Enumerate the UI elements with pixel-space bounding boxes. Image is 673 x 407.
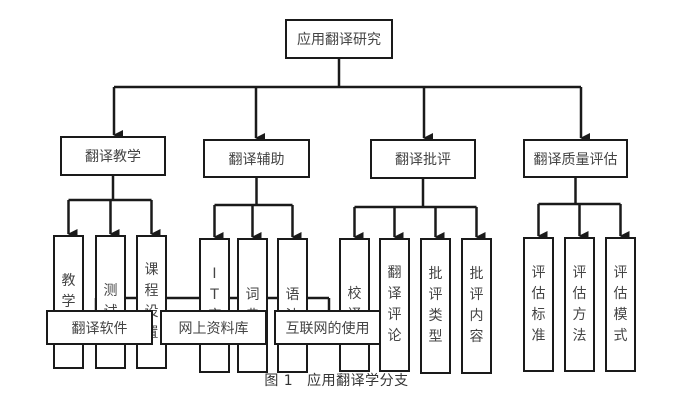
vertical-char: T (210, 286, 219, 303)
vertical-char: 模 (613, 306, 628, 323)
vertical-char: 翻 (387, 265, 402, 281)
branch-node-translation-criticism: 翻译批评 (370, 139, 476, 179)
vertical-char: 法 (572, 327, 587, 344)
vertical-char: 词 (245, 286, 260, 303)
vertical-char: 评 (613, 264, 628, 281)
branch-label: 翻译辅助 (228, 151, 285, 168)
leaf-node-pedagogy: 教学法 (53, 235, 84, 369)
vertical-char: 型 (428, 329, 443, 345)
grandchild-label: 网上资料库 (178, 320, 249, 337)
vertical-char: 方 (572, 306, 587, 323)
branch-node-translation-teaching: 翻译教学 (60, 136, 166, 176)
vertical-char: 容 (469, 329, 484, 345)
grandchild-node-internet-use: 互联网的使用 (274, 310, 381, 345)
vertical-char: 教 (61, 272, 76, 289)
grandchild-node-online-database: 网上资料库 (160, 310, 267, 345)
vertical-char: 语 (285, 286, 300, 303)
vertical-char: 估 (531, 285, 546, 302)
vertical-char: 评 (572, 264, 587, 281)
vertical-char: 内 (469, 308, 484, 324)
vertical-char: 评 (428, 287, 443, 303)
vertical-char: 译 (387, 286, 402, 302)
leaf-node-criticism-types: 批评类型 (420, 238, 451, 374)
leaf-node-proofreading: 校译 (339, 238, 370, 372)
branch-node-translation-aid: 翻译辅助 (203, 139, 310, 178)
leaf-node-grammar: 语法 (277, 238, 308, 373)
figure-title: 应用翻译学分支 (307, 373, 409, 389)
vertical-char: 评 (387, 307, 402, 323)
branch-label: 翻译教学 (85, 149, 141, 165)
figure-caption: 图 1 应用翻译学分支 (0, 370, 673, 390)
vertical-char: 估 (613, 285, 628, 302)
leaf-node-it-application: IT应用 (199, 238, 230, 373)
vertical-char: 论 (387, 328, 402, 344)
grandchild-node-translation-software: 翻译软件 (46, 310, 153, 345)
vertical-char: 批 (469, 266, 484, 282)
vertical-char: 评 (531, 264, 546, 281)
vertical-char: 测 (103, 283, 118, 299)
vertical-char: 校 (347, 286, 362, 302)
vertical-char: 标 (531, 306, 546, 323)
vertical-char: 估 (572, 285, 587, 302)
leaf-node-assessment-criteria: 评估标准 (523, 237, 554, 372)
branch-label: 翻译批评 (395, 152, 451, 168)
root-label: 应用翻译研究 (297, 32, 381, 48)
vertical-char: 程 (144, 283, 159, 299)
vertical-char: 式 (613, 327, 628, 344)
branch-node-translation-quality-assessment: 翻译质量评估 (523, 139, 628, 178)
vertical-char: 评 (469, 287, 484, 303)
leaf-node-criticism-content: 批评内容 (461, 238, 492, 374)
grandchild-label: 互联网的使用 (285, 320, 370, 337)
figure-number: 图 1 (264, 373, 294, 389)
vertical-char: I (212, 265, 217, 282)
vertical-char: 学 (61, 293, 76, 310)
grandchild-label: 翻译软件 (71, 320, 128, 337)
vertical-char: 类 (428, 308, 443, 324)
leaf-node-assessment-models: 评估模式 (605, 237, 636, 372)
root-node: 应用翻译研究 (285, 19, 393, 59)
branch-label: 翻译质量评估 (533, 151, 618, 168)
leaf-node-curriculum: 课程设置 (136, 235, 167, 369)
vertical-char: 准 (531, 327, 546, 344)
leaf-node-translation-review: 翻译评论 (379, 238, 410, 372)
leaf-node-assessment-methods: 评估方法 (564, 237, 595, 372)
leaf-node-dictionary: 词典 (237, 238, 268, 373)
vertical-char: 课 (144, 262, 159, 278)
leaf-node-testing: 测试 (95, 235, 126, 369)
vertical-char: 批 (428, 266, 443, 282)
